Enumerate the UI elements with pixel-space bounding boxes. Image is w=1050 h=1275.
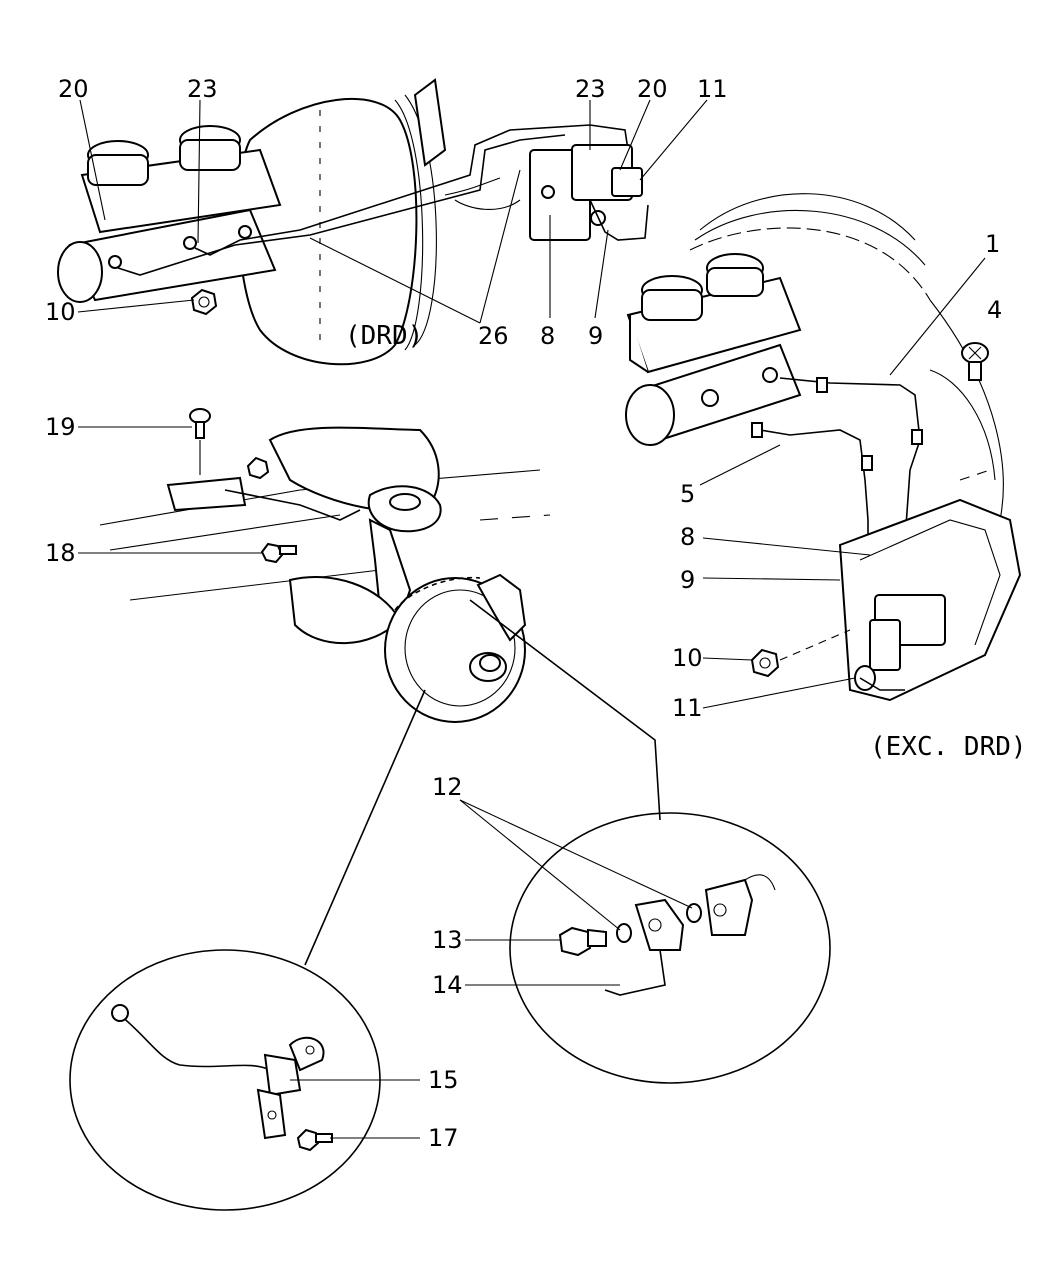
callout-14: 14	[432, 971, 463, 999]
callout-12: 12	[432, 773, 463, 801]
callout-9-exc: 9	[680, 566, 695, 594]
caption-exc-drd: (EXC. DRD)	[870, 732, 1027, 762]
front-suspension	[99, 426, 551, 645]
callout-5: 5	[680, 480, 695, 508]
callout-15: 15	[428, 1066, 459, 1094]
callout-8-exc: 8	[680, 523, 695, 551]
callout-23-drd: 23	[187, 75, 218, 103]
callout-11-valve: 11	[697, 75, 728, 103]
callout-9-drd: 9	[588, 322, 603, 350]
callout-20-valve: 20	[637, 75, 668, 103]
callout-8-drd: 8	[540, 322, 555, 350]
exc-drd-proportioning-valve	[838, 498, 1022, 702]
exc-drd-master-cylinder	[625, 253, 802, 446]
callout-10-exc: 10	[672, 644, 703, 672]
bolt-19	[189, 408, 211, 475]
detail-circle-right	[509, 812, 831, 1084]
brake-rotor	[384, 573, 527, 723]
leader-lines	[77, 99, 986, 1139]
bolt-18	[260, 542, 297, 564]
callout-10-drd: 10	[45, 298, 76, 326]
callout-19: 19	[45, 413, 76, 441]
drd-master-cylinder	[57, 125, 282, 303]
callout-1: 1	[985, 230, 1000, 258]
detail-circle-left	[69, 949, 381, 1211]
caption-drd: (DRD)	[345, 321, 423, 351]
bolt-4	[961, 342, 989, 381]
exc-drd-brake-booster	[689, 193, 1004, 521]
detail-leader-left	[304, 689, 426, 966]
callout-13: 13	[432, 926, 463, 954]
callout-26: 26	[478, 322, 509, 350]
drd-proportioning-valve	[529, 144, 649, 241]
callout-18: 18	[45, 539, 76, 567]
callout-17: 17	[428, 1124, 459, 1152]
drd-brake-booster	[237, 78, 447, 366]
callout-20-drd: 20	[58, 75, 89, 103]
nut-10-exc-drd	[750, 629, 851, 678]
detail-leader-right	[469, 599, 661, 821]
callout-4: 4	[987, 296, 1002, 324]
nut-10-drd	[190, 288, 218, 316]
callout-23-valve: 23	[575, 75, 606, 103]
drd-brake-lines	[117, 124, 629, 276]
exc-drd-brake-lines	[751, 369, 996, 620]
callout-11-exc: 11	[672, 694, 703, 722]
